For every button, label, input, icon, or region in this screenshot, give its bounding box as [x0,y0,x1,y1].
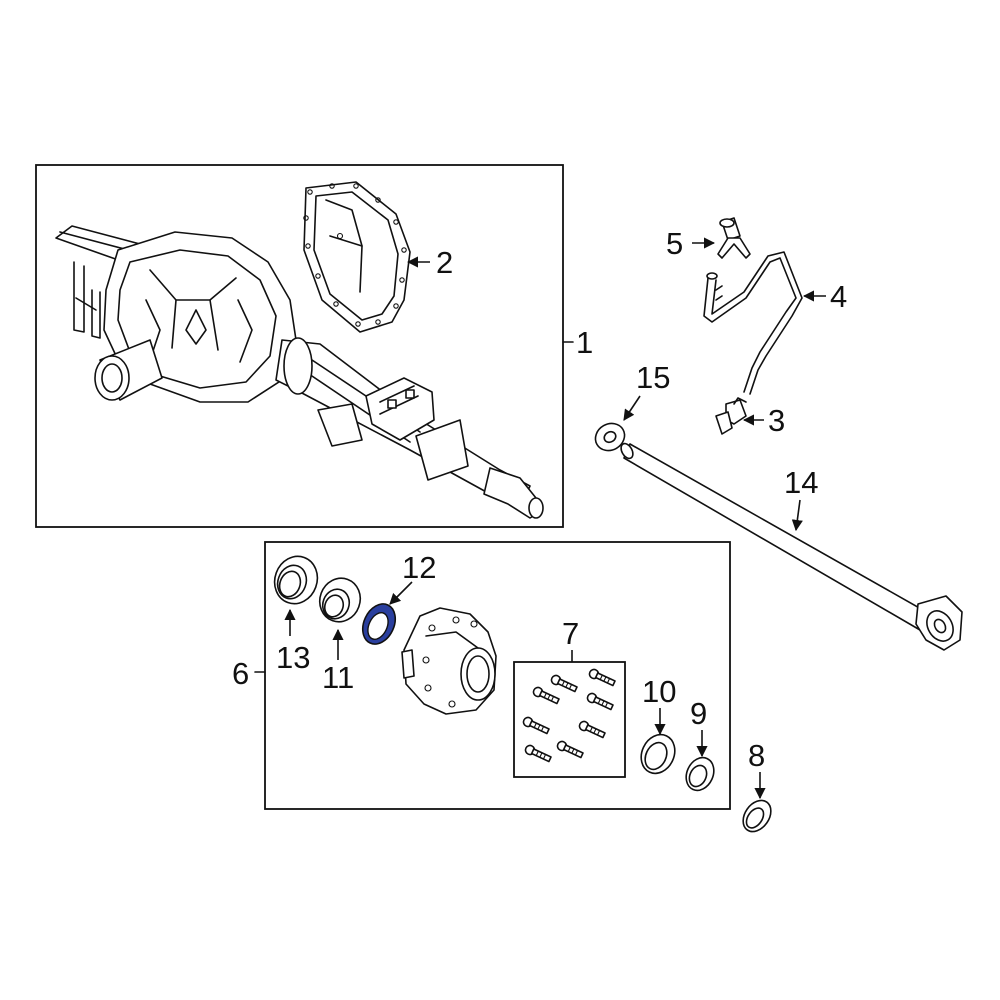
callout-10: 10 [642,674,676,709]
callout-14: 14 [784,465,818,500]
callout-8: 8 [748,738,765,773]
callout-13: 13 [276,640,310,675]
callout-3: 3 [768,403,785,438]
axle-shaft-washer[interactable] [591,418,630,456]
vent-connector[interactable] [715,397,747,435]
hub-seal-highlighted[interactable] [357,599,402,650]
outer-bearing[interactable] [314,572,367,627]
callout-1: 1 [576,325,593,360]
wheel-hub[interactable] [401,607,497,715]
callout-4: 4 [830,279,847,314]
callout-11: 11 [322,660,354,695]
callout-6: 6 [232,656,249,691]
inner-bearing-race[interactable] [635,729,681,779]
callout-2: 2 [436,245,453,280]
callout-15: 15 [636,360,670,395]
wheel-studs-box [513,661,626,778]
arrow-14 [791,499,803,532]
vent-hose[interactable] [703,251,803,395]
arrow-12 [389,581,413,605]
inner-seal[interactable] [737,795,776,837]
callout-9: 9 [690,696,707,731]
axle-shaft[interactable] [619,442,963,651]
inner-bearing[interactable] [681,753,719,795]
hub-assembly-box [264,541,731,810]
vent-fitting[interactable] [717,217,751,259]
callout-7: 7 [562,616,579,651]
differential-cover[interactable] [303,181,411,333]
callout-5: 5 [666,226,683,261]
wheel-studs[interactable] [522,668,616,763]
axle-housing[interactable] [55,225,544,519]
outer-bearing-race[interactable] [268,550,324,609]
arrow-15 [623,395,641,421]
axle-assembly-box [35,164,564,528]
callout-12: 12 [402,550,436,585]
